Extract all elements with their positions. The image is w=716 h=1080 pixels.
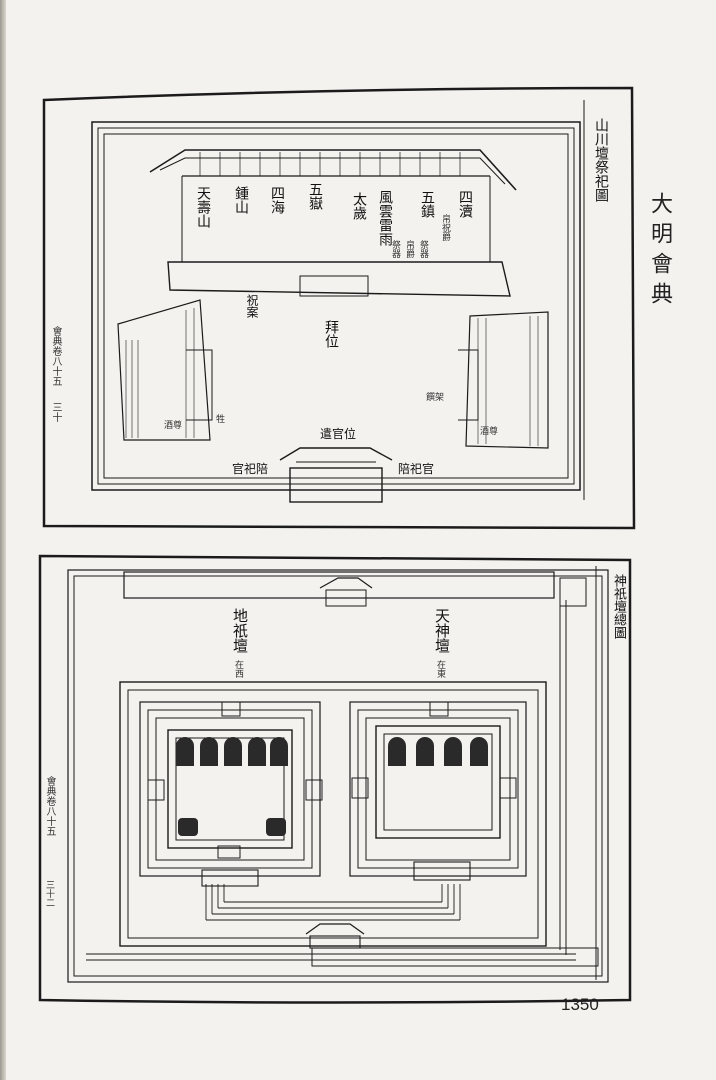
- book-spine: [0, 0, 6, 1080]
- front-gate-pavilion: [279, 447, 393, 503]
- altar-column-si-hai: 四海: [269, 186, 285, 214]
- top-margin-leaf: 三十: [50, 402, 61, 422]
- book-running-title: 大明會典: [647, 192, 672, 312]
- top-plate-title: 山川壇祭祀圖: [593, 118, 609, 202]
- south-paths-and-gates: [201, 861, 599, 967]
- bottom-plate-title: 神祇壇總圖: [611, 574, 626, 639]
- label-zhu-an: 祝案: [245, 294, 259, 318]
- altar-column-wu-zhen: 五鎮: [419, 190, 435, 218]
- altar-subnote-3: 帛爵: [404, 240, 414, 258]
- label-sheng: 牲: [216, 415, 226, 425]
- label-di-qi-tan: 地祇壇: [231, 608, 249, 653]
- label-qian-guan-wei: 遣官位: [320, 427, 357, 441]
- left-side-hall: [117, 299, 213, 441]
- altar-column-zhong-shan: 鍾山: [233, 186, 249, 214]
- east-altar-tian-shen-tan: [349, 701, 527, 877]
- label-jiu-zun-left: 酒尊: [164, 421, 183, 431]
- label-di-qi-note: 在西: [233, 660, 243, 678]
- label-bai-wei: 拜位: [323, 320, 339, 348]
- altar-column-si-du: 四瀆: [457, 190, 473, 218]
- book-page: [6, 0, 716, 1080]
- altar-enclosure-outer: [86, 600, 576, 961]
- altar-subnote-4: 祭器: [390, 240, 400, 258]
- label-tian-shen-note: 在東: [435, 660, 445, 678]
- top-plate-frame: [42, 86, 636, 530]
- label-jiu-zun-right: 酒尊: [480, 427, 499, 437]
- label-zhuan-jia: 饌架: [426, 393, 445, 403]
- altar-column-tai-sui: 太歲: [351, 192, 367, 220]
- altar-subnote-1: 帛祝爵: [440, 214, 450, 241]
- west-altar-di-qi-tan: [139, 701, 323, 877]
- bottom-margin-juan: 會典卷八十五: [44, 776, 55, 836]
- bottom-plate-frame: [38, 554, 632, 1004]
- page-number: 1350: [561, 995, 599, 1014]
- altar-column-wu-yue: 五嶽: [307, 182, 323, 210]
- main-altar-hall: [149, 149, 517, 297]
- bottom-top-gate: [319, 577, 587, 607]
- altar-column-tian-shou-shan: 天壽山: [195, 186, 211, 228]
- bottom-margin-leaf: 三十二: [44, 880, 54, 907]
- label-tian-shen-tan: 天神壇: [433, 608, 451, 653]
- altar-column-feng-yun-lei-yu: 風雲雷雨: [377, 190, 393, 246]
- label-pei-si-guan-right: 陪祀官: [398, 462, 435, 476]
- right-side-hall: [458, 311, 549, 449]
- label-pei-si-guan-left: 官祀陪: [232, 462, 269, 476]
- altar-subnote-2: 祭器: [418, 240, 428, 258]
- top-margin-juan: 會典卷八十五: [50, 326, 61, 386]
